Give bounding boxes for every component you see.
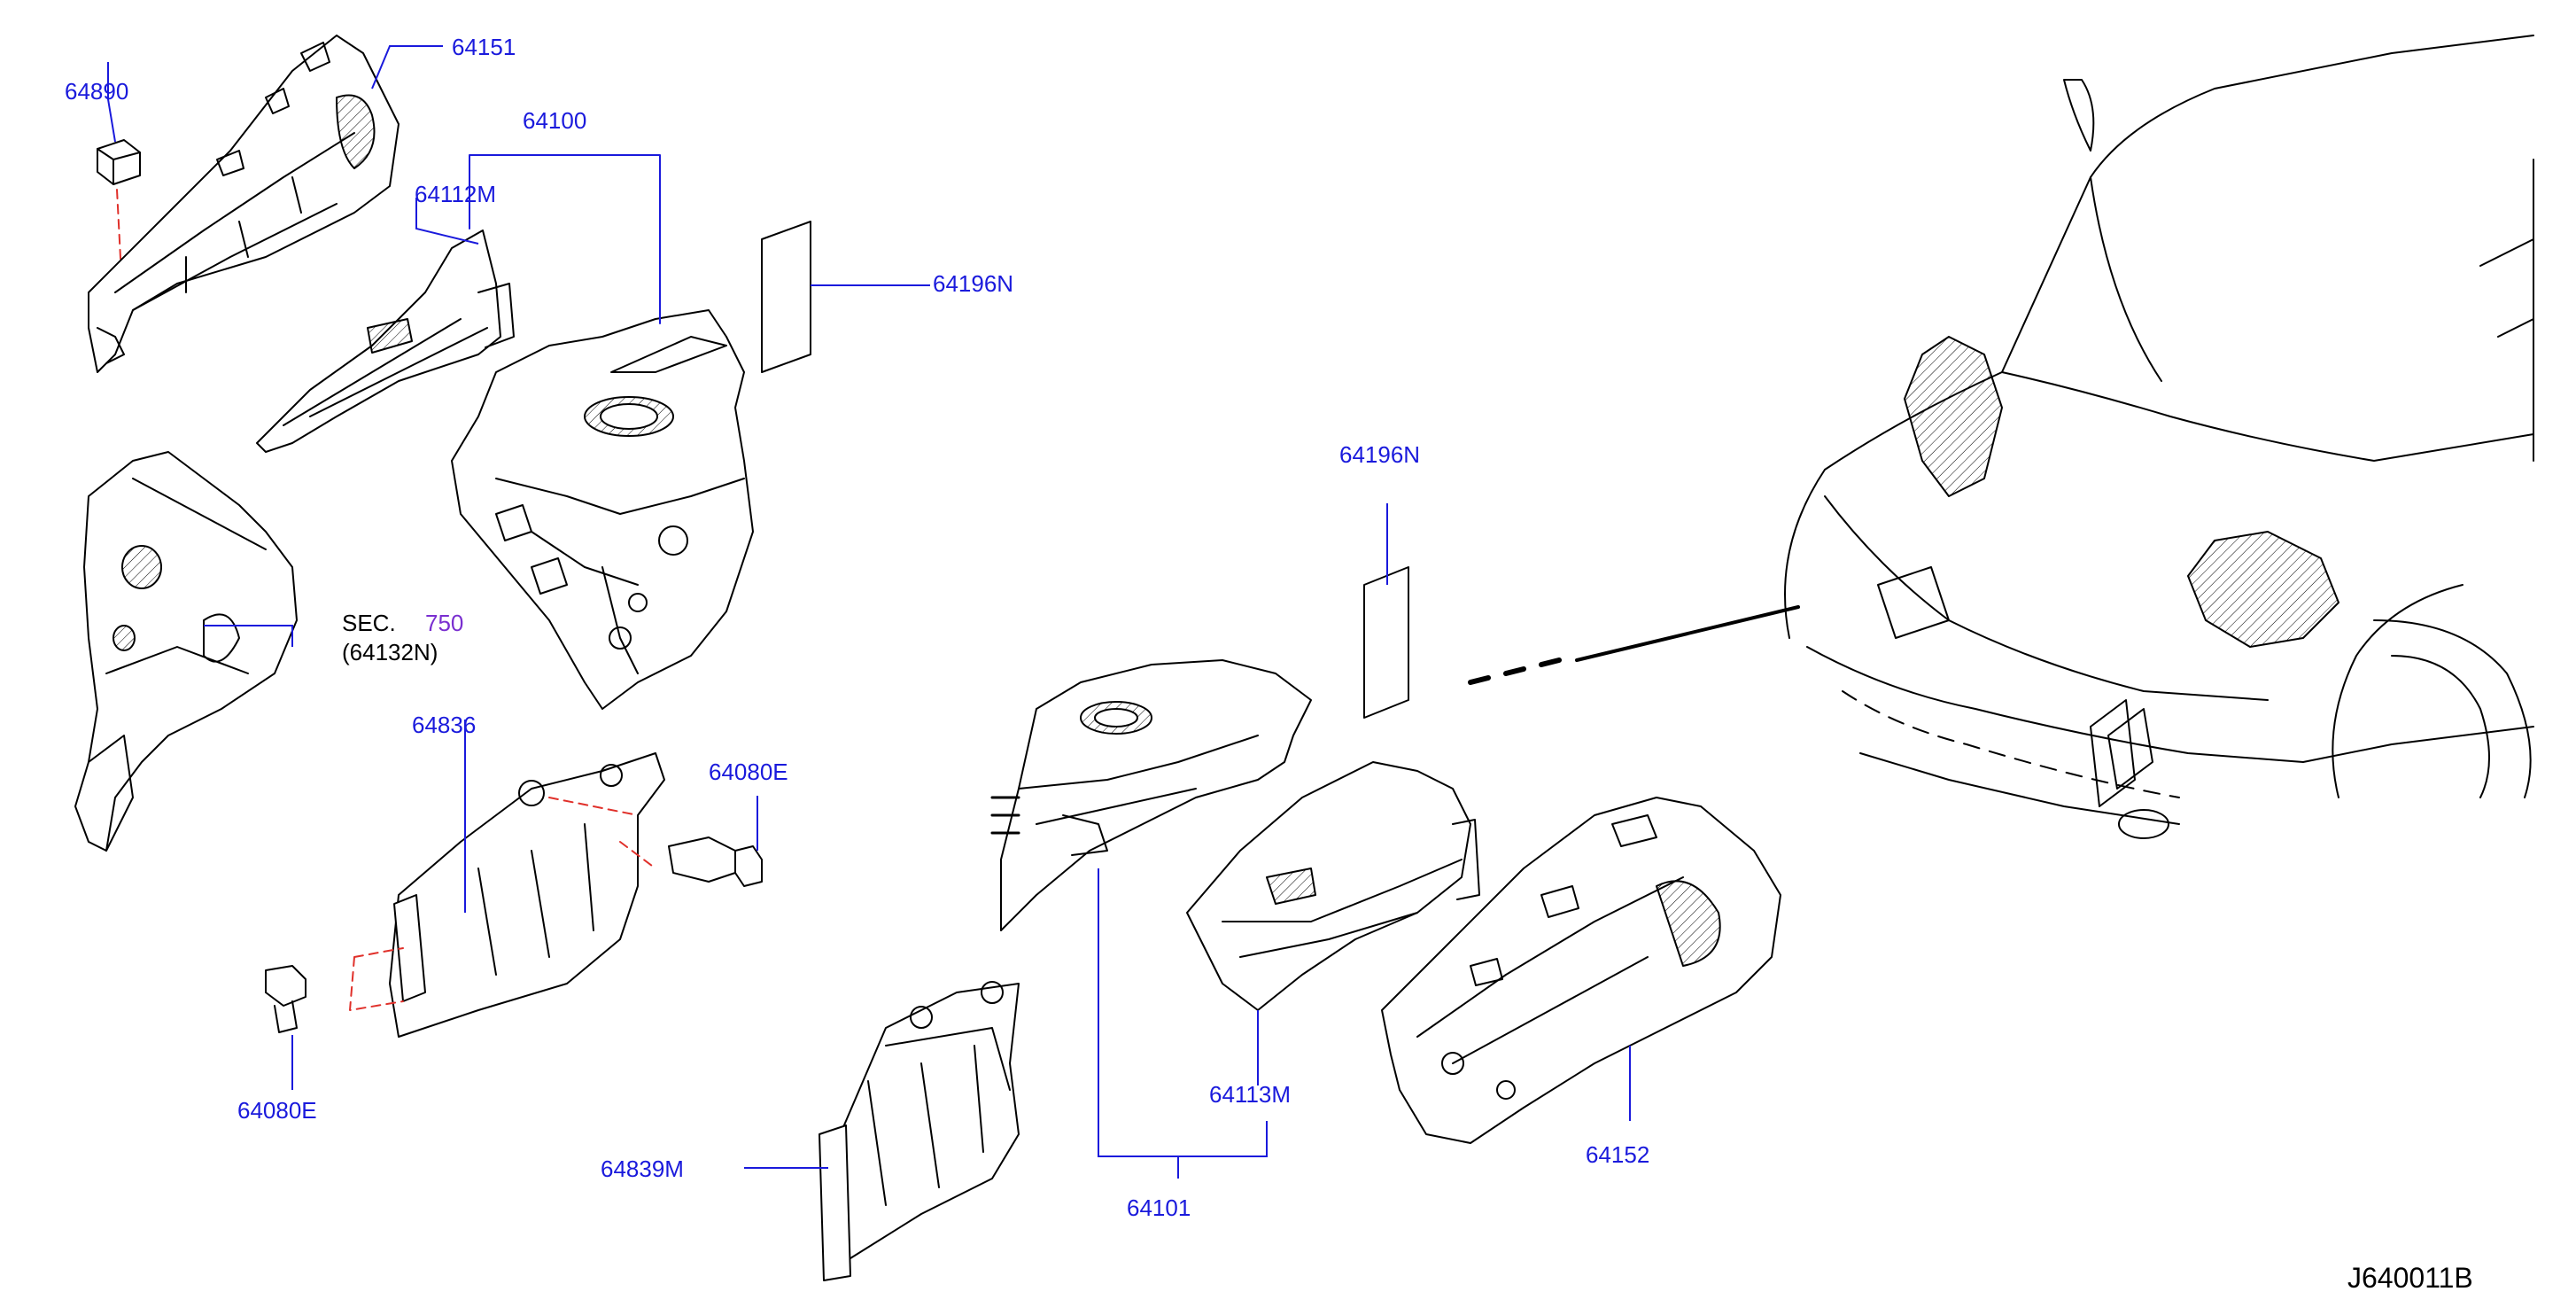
callout-64112M[interactable]: 64112M — [415, 181, 497, 207]
callout-64101[interactable]: 64101 — [1127, 1194, 1191, 1221]
callout-64080E-right[interactable]: 64080E — [709, 759, 788, 785]
part-64836 — [349, 752, 665, 1038]
callout-64196N-upper[interactable]: 64196N — [933, 270, 1014, 297]
part-64113M — [1186, 761, 1480, 1011]
bolt-64080E-right — [668, 836, 763, 887]
diagram-code: J640011B — [2347, 1262, 2473, 1294]
callout-64080E-left[interactable]: 64080E — [237, 1097, 317, 1124]
panel-64196N-lower — [1363, 566, 1409, 719]
vehicle-outline — [1784, 35, 2534, 839]
part-64151 — [88, 35, 400, 373]
part-64101 — [990, 659, 1312, 931]
section-ref-label: SEC. — [342, 610, 396, 636]
part-64152 — [1381, 797, 1781, 1144]
section-750-housing — [74, 451, 298, 852]
callout-64113M[interactable]: 64113M — [1209, 1081, 1292, 1108]
callout-64152[interactable]: 64152 — [1586, 1141, 1650, 1168]
bolt-64080E-left — [265, 965, 306, 1033]
clip-part-64890 — [97, 139, 141, 293]
section-ref-sub: (64132N) — [342, 639, 438, 665]
section-ref-number[interactable]: 750 — [425, 610, 464, 636]
panel-64196N-upper — [761, 221, 811, 373]
callout-64196N-lower[interactable]: 64196N — [1339, 441, 1421, 468]
callout-64839M[interactable]: 64839M — [601, 1155, 684, 1182]
view-pointer — [1468, 605, 1800, 685]
callout-64890[interactable]: 64890 — [65, 78, 129, 105]
callout-64836[interactable]: 64836 — [412, 712, 477, 738]
part-64112M — [256, 230, 515, 453]
part-64100 — [451, 309, 754, 710]
callout-64151[interactable]: 64151 — [452, 34, 516, 60]
part-64839M — [819, 981, 1020, 1281]
callout-64100[interactable]: 64100 — [523, 107, 587, 134]
leader-lines — [107, 45, 1631, 1179]
